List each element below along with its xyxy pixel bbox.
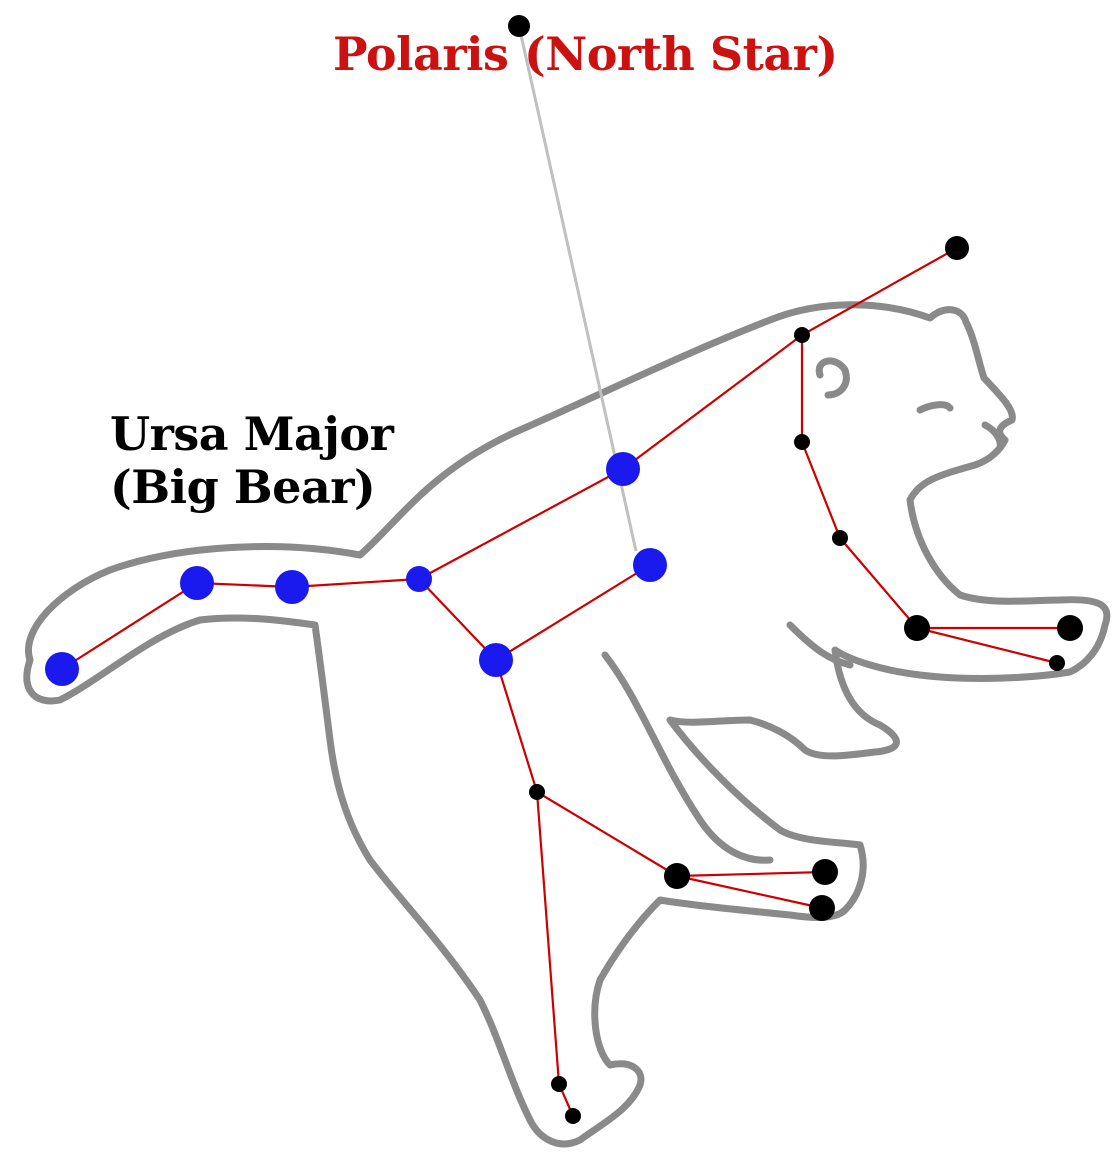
blue-dot-icon	[45, 652, 79, 686]
polaris-label: Polaris (North Star)	[333, 28, 838, 81]
black-dot-icon	[794, 434, 810, 450]
black-dot-icon	[1057, 615, 1083, 641]
blue-dot-icon	[479, 643, 513, 677]
black-dot-icon	[812, 859, 838, 885]
black-dot-icon	[794, 327, 810, 343]
black-dot-icon	[809, 895, 835, 921]
bear-front-inner-line	[790, 625, 850, 665]
blue-dot-icon	[633, 548, 667, 582]
constellation-name: Ursa Major	[110, 408, 393, 461]
blue-dot-icon	[606, 452, 640, 486]
black-dot-icon	[529, 784, 545, 800]
black-dot-icon	[904, 615, 930, 641]
hind-leg-line	[537, 792, 573, 1116]
back-leg-line	[496, 660, 825, 876]
blue-dot-icon	[275, 570, 309, 604]
front-paw-line	[917, 628, 1057, 663]
black-dot-icon	[664, 863, 690, 889]
head-line	[802, 335, 1070, 628]
constellation-common-name: (Big Bear)	[110, 461, 393, 514]
other-stars	[508, 15, 1083, 1124]
constellation-lines	[62, 248, 1070, 1116]
black-dot-icon	[945, 236, 969, 260]
constellation-label: Ursa Major (Big Bear)	[110, 408, 393, 514]
black-dot-icon	[565, 1108, 581, 1124]
blue-dot-icon	[406, 566, 432, 592]
bear-ear-outline	[819, 361, 846, 395]
black-dot-icon	[1049, 655, 1065, 671]
blue-dot-icon	[180, 566, 214, 600]
black-dot-icon	[832, 530, 848, 546]
bowl-line-inner	[419, 565, 650, 660]
bear-inner-leg-line	[605, 655, 770, 860]
bowl-line-top	[419, 248, 957, 579]
bear-eye	[920, 405, 950, 410]
black-dot-icon	[551, 1076, 567, 1092]
handle-line	[62, 579, 419, 669]
